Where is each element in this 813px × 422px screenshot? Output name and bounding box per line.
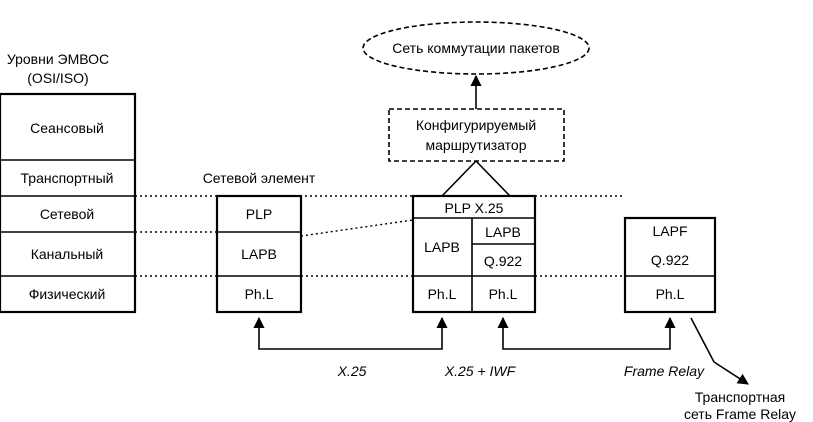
fr-node-stack: LAPF Q.922 Ph.L xyxy=(623,216,717,314)
cell-lapb-right: LAPB xyxy=(485,224,521,240)
router-label-line2: маршрутизатор xyxy=(425,137,526,153)
cell-plp: PLP xyxy=(246,206,272,222)
cell-phl: Ph.L xyxy=(656,286,685,302)
arrow-to-fr-network xyxy=(690,317,749,385)
link-x25-bracket xyxy=(253,316,448,350)
iwf-node-stack: PLP X.25 LAPB LAPB Q.922 Ph.L Ph.L xyxy=(411,194,537,314)
link-fr-bracket xyxy=(497,316,676,350)
osi-layer-datalink: Канальный xyxy=(31,246,104,262)
network-element-title: Сетевой элемент xyxy=(203,170,316,186)
router-box xyxy=(388,108,565,162)
layer-guides xyxy=(135,195,625,277)
link-x25-label: X.25 xyxy=(337,363,367,379)
cell-q922: Q.922 xyxy=(651,252,689,268)
osi-layer-physical: Физический xyxy=(29,286,106,302)
fr-network-line1: Транспортная xyxy=(695,389,785,405)
network-element-frame xyxy=(215,194,303,314)
osi-title-line1: Уровни ЭМВОС xyxy=(7,51,109,67)
router-link-right xyxy=(475,160,511,197)
cell-lapb-left: LAPB xyxy=(424,239,460,255)
fr-network-line2: сеть Frame Relay xyxy=(684,406,796,422)
cell-phl-right: Ph.L xyxy=(489,286,518,302)
packet-network-ellipse xyxy=(362,21,590,75)
cell-plp-x25: PLP X.25 xyxy=(445,200,504,216)
link-x25-iwf-label: X.25 + IWF xyxy=(444,363,517,379)
osi-title-line2: (OSI/ISO) xyxy=(27,70,88,86)
router-label-line1: Конфигурируемый xyxy=(416,117,536,133)
cell-lapb: LAPB xyxy=(241,246,277,262)
link-frame-relay-label: Frame Relay xyxy=(624,363,705,379)
osi-layer-network: Сетевой xyxy=(40,206,94,222)
cell-q922: Q.922 xyxy=(484,253,522,269)
osi-layer-table: Сеансовый Транспортный Сетевой Канальный… xyxy=(0,92,137,314)
fr-node-frame xyxy=(623,216,717,314)
router-link-left xyxy=(441,160,477,197)
osi-layer-session: Сеансовый xyxy=(30,120,104,136)
network-element-stack: PLP LAPB Ph.L xyxy=(215,194,303,314)
iwf-node-frame xyxy=(411,194,537,314)
cell-phl-left: Ph.L xyxy=(428,286,457,302)
cell-lapf: LAPF xyxy=(652,223,687,239)
cell-phl: Ph.L xyxy=(245,286,274,302)
osi-layer-transport: Транспортный xyxy=(21,170,114,186)
packet-network-label: Сеть коммутации пакетов xyxy=(392,40,560,56)
guide-line xyxy=(300,219,414,237)
